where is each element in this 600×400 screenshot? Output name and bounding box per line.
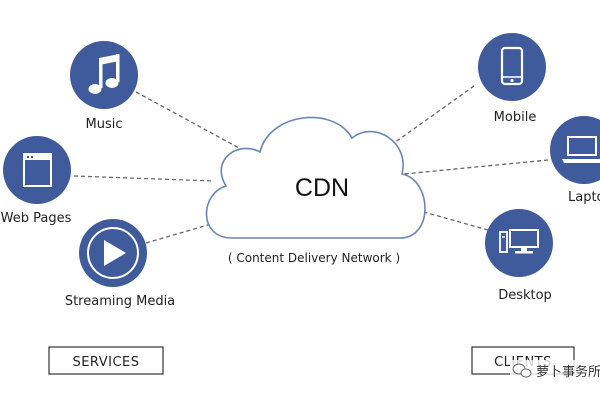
- watermark: 萝卜事务所: [510, 360, 600, 382]
- connector-streaming: [145, 221, 219, 244]
- service-label-music: Music: [86, 117, 123, 132]
- connector-web-pages: [73, 175, 215, 182]
- wechat-icon: [512, 363, 532, 378]
- cdn-cloud: [205, 116, 426, 239]
- services-label: SERVICES: [72, 355, 139, 370]
- client-label-desktop: Desktop: [498, 288, 552, 303]
- connectors: [73, 85, 549, 244]
- service-web-pages: Web Pages: [1, 136, 72, 226]
- play-icon-ring: [87, 227, 139, 279]
- client-laptop: Lapto: [550, 116, 600, 205]
- service-label-streaming-media: Streaming Media: [65, 294, 175, 309]
- services-box: SERVICES: [48, 346, 164, 375]
- connector-laptop: [403, 159, 549, 175]
- client-desktop: Desktop: [485, 209, 553, 303]
- service-music: Music: [70, 41, 138, 132]
- desktop-node: [485, 209, 553, 277]
- music-note-icon: [88, 54, 120, 94]
- connector-mobile: [393, 85, 475, 144]
- laptop-icon: [562, 136, 600, 163]
- client-label-laptop: Lapto: [568, 190, 600, 205]
- service-streaming-media: Streaming Media: [65, 219, 175, 309]
- laptop-node: [550, 116, 600, 184]
- mobile-node: [478, 33, 546, 101]
- client-label-mobile: Mobile: [494, 110, 537, 125]
- play-icon: [104, 240, 126, 266]
- desktop-computer-icon: [499, 229, 539, 254]
- connector-desktop: [423, 211, 489, 231]
- web-pages-node: [3, 136, 71, 204]
- watermark-text: 萝卜事务所: [536, 364, 600, 380]
- music-node: [70, 41, 138, 109]
- client-mobile: Mobile: [478, 33, 546, 125]
- mobile-phone-icon: [500, 46, 524, 86]
- browser-window-icon: [23, 153, 52, 187]
- connector-music: [135, 91, 253, 156]
- cdn-title: CDN: [295, 174, 349, 202]
- cdn-subtitle: ( Content Delivery Network ): [228, 251, 400, 265]
- service-label-web-pages: Web Pages: [1, 211, 72, 226]
